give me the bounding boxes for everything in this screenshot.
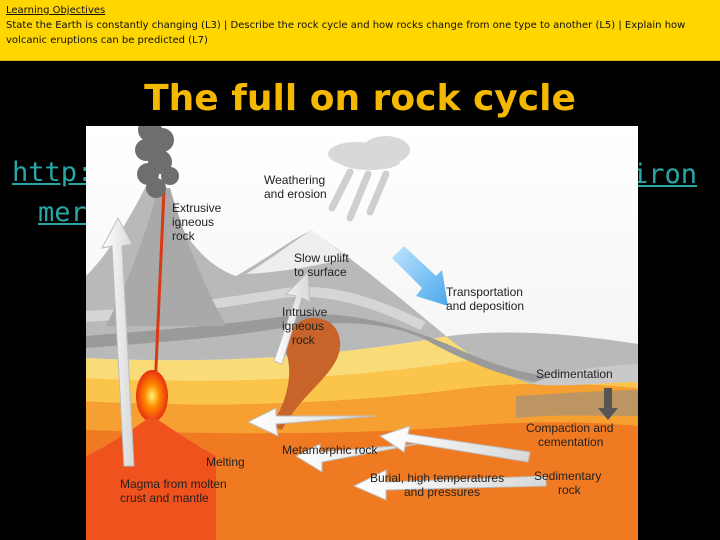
slide-title: The full on rock cycle [144,78,576,119]
compaction-arrow [598,388,618,420]
label-extrusive: Extrusive igneous rock [172,201,225,243]
label-uplift: Slow uplift to surface [294,251,352,279]
transport-arrow [392,246,448,306]
objectives-text: State the Earth is constantly changing (… [6,20,686,46]
magma-chamber [136,370,168,422]
label-sedimentation: Sedimentation [536,367,613,381]
sea-floor [531,364,638,386]
strata-light [86,286,426,330]
magma-pool [86,416,216,540]
label-compaction: Compaction and cementation [526,421,617,449]
ash-plume [135,126,179,198]
strata-dark [86,314,546,384]
label-weathering: Weathering and erosion [264,173,329,201]
video-link-tail[interactable]: iron [632,159,698,190]
label-burial: Burial, high temperatures and pressures [370,471,507,499]
label-metamorphic: Metamorphic rock [282,443,378,457]
label-intrusive: Intrusive igneous rock [282,305,331,347]
weathering-cloud [328,136,410,170]
crust-band-orange-dark [86,412,638,540]
label-melting: Melting [206,455,245,469]
rain-arrows [328,168,390,222]
objectives-heading: Learning Objectives [6,5,106,16]
cycle-arrows [101,216,547,501]
label-transport: Transportation and deposition [446,285,526,313]
crust-band-orange [86,383,638,434]
volcano-cone [106,188,226,326]
label-magma: Magma from molten crust and mantle [120,477,230,505]
mountain-snowcap [246,230,348,274]
label-sedimentary: Sedimentary rock [534,469,605,497]
video-link-line2[interactable]: mer [38,197,87,228]
rock-cycle-diagram: Weathering and erosion Extrusive igneous… [86,126,638,540]
learning-objectives-banner: Learning Objectives State the Earth is c… [0,0,720,61]
